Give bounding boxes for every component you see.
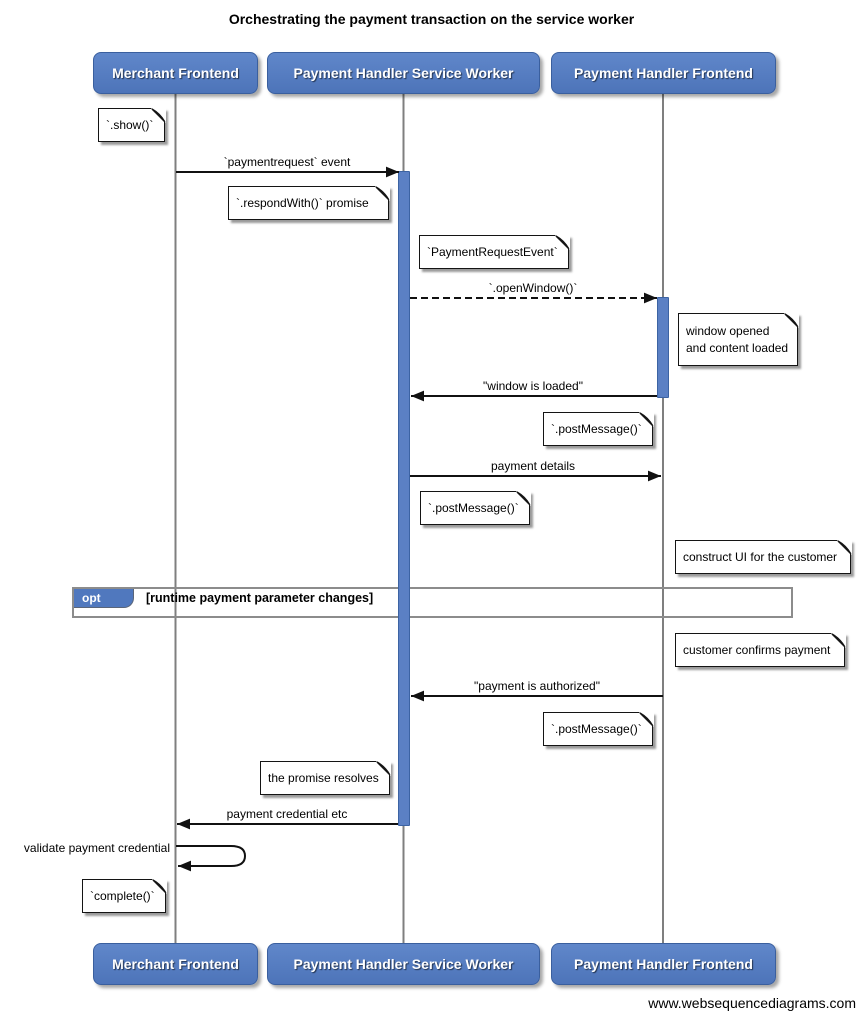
actor-payment-handler-frontend-top: Payment Handler Frontend xyxy=(551,52,776,94)
actor-label: Merchant Frontend xyxy=(112,956,239,972)
activation-bar-service-worker xyxy=(398,171,410,826)
actor-label: Payment Handler Frontend xyxy=(574,956,753,972)
note-postmessage-1: `.postMessage()` xyxy=(543,411,654,446)
message-label-openwindow: `.openWindow()` xyxy=(488,281,578,295)
opt-fragment: opt [runtime payment parameter changes] xyxy=(72,587,793,618)
activation-bar-payment-handler-frontend xyxy=(657,297,669,398)
note-fold-icon xyxy=(152,878,167,894)
note-show: `.show()` xyxy=(98,107,166,142)
note-text: `.show()` xyxy=(106,117,154,132)
note-text: window opened and content loaded xyxy=(686,324,789,355)
message-label-window-is-loaded: "window is loaded" xyxy=(483,379,583,393)
message-label-payment-credential-etc: payment credential etc xyxy=(226,807,348,821)
note-fold-icon xyxy=(376,760,391,776)
message-label-validate-payment-credential: validate payment credential xyxy=(23,841,170,855)
opt-condition: [runtime payment parameter changes] xyxy=(146,591,374,605)
message-label-paymentrequest-event: `paymentrequest` event xyxy=(223,155,351,169)
arrow-self-validate-credential xyxy=(176,845,247,872)
note-text: `.postMessage()` xyxy=(428,500,519,515)
note-text: construct UI for the customer xyxy=(683,549,838,564)
note-fold-icon xyxy=(516,490,531,506)
note-fold-icon xyxy=(151,107,166,123)
note-fold-icon xyxy=(639,411,654,427)
note-text: `PaymentRequestEvent` xyxy=(427,244,558,259)
note-text: `.postMessage()` xyxy=(551,421,642,436)
actor-label: Payment Handler Service Worker xyxy=(293,956,514,972)
opt-operator-tab: opt xyxy=(74,589,134,608)
actor-merchant-frontend-bottom: Merchant Frontend xyxy=(93,943,258,985)
note-promise-resolves: the promise resolves xyxy=(260,760,391,795)
note-fold-icon xyxy=(555,234,570,250)
note-fold-icon xyxy=(375,185,390,201)
actor-merchant-frontend-top: Merchant Frontend xyxy=(93,52,258,94)
note-fold-icon xyxy=(639,711,654,727)
watermark: www.websequencediagrams.com xyxy=(648,995,856,1011)
note-customer-confirms: customer confirms payment xyxy=(675,632,846,667)
actor-label: Payment Handler Service Worker xyxy=(293,65,514,81)
note-text: the promise resolves xyxy=(268,770,379,785)
note-text: `.postMessage()` xyxy=(551,721,642,736)
actor-label: Payment Handler Frontend xyxy=(574,65,753,81)
note-postmessage-3: `.postMessage()` xyxy=(543,711,654,746)
note-construct-ui: construct UI for the customer xyxy=(675,539,852,574)
note-window-opened: window opened and content loaded xyxy=(678,312,799,366)
note-fold-icon xyxy=(784,312,799,328)
note-paymentrequestevent: `PaymentRequestEvent` xyxy=(419,234,570,269)
note-fold-icon xyxy=(837,539,852,555)
diagram-title: Orchestrating the payment transaction on… xyxy=(228,11,635,27)
note-complete: `complete()` xyxy=(82,878,167,913)
note-text: customer confirms payment xyxy=(683,642,831,657)
message-label-payment-details: payment details xyxy=(490,459,576,473)
actor-label: Merchant Frontend xyxy=(112,65,239,81)
note-fold-icon xyxy=(831,632,846,648)
actor-service-worker-bottom: Payment Handler Service Worker xyxy=(267,943,540,985)
note-text: `complete()` xyxy=(90,888,155,903)
note-postmessage-2: `.postMessage()` xyxy=(420,490,531,525)
message-label-payment-is-authorized: "payment is authorized" xyxy=(474,679,600,693)
note-respondwith-promise: `.respondWith()` promise xyxy=(228,185,390,220)
actor-service-worker-top: Payment Handler Service Worker xyxy=(267,52,540,94)
note-text: `.respondWith()` promise xyxy=(236,195,369,210)
actor-payment-handler-frontend-bottom: Payment Handler Frontend xyxy=(551,943,776,985)
